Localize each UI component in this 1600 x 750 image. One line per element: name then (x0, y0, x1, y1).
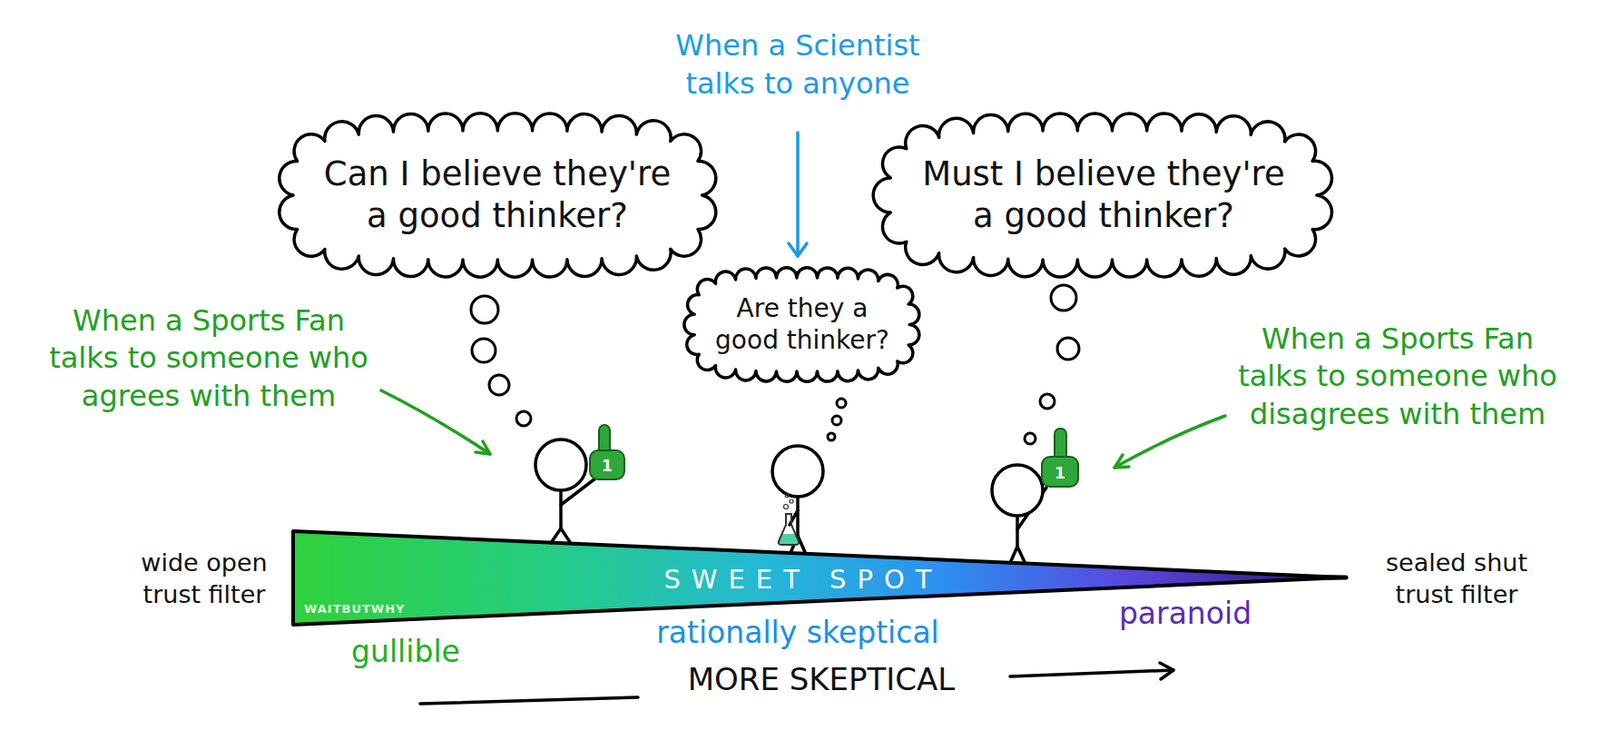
thought-text: Can I believe they're a good thinker? (311, 153, 684, 238)
thought-text: Are they a good thinker? (704, 292, 900, 356)
leader-arrow (788, 132, 807, 256)
callout-label-holder: When a Scientist talks to anyone (661, 27, 934, 103)
cloud-shape (684, 266, 920, 381)
thought-cloud: Can I believe they're a good thinker? (274, 112, 721, 278)
axis-title-holder: MORE SKEPTICAL (687, 658, 956, 699)
thought-cloud: Must I believe they're a good thinker? (872, 112, 1335, 278)
stick-figure (991, 464, 1047, 563)
axis-end-label: wide open trust filter (125, 546, 285, 610)
stick-figure (772, 445, 824, 553)
cloud-shape (278, 113, 716, 277)
scale-label: paranoid (1119, 594, 1252, 634)
stick-figure (535, 439, 596, 543)
callout-label: When a Sports Fan talks to someone who a… (40, 302, 377, 416)
callout-label: When a Scientist talks to anyone (661, 27, 934, 103)
thought-cloud-small: Are they a good thinker? (683, 266, 921, 383)
finger-number: 1 (601, 457, 613, 475)
region-label-holder: SWEET SPOT (652, 563, 943, 596)
cloud-outline (683, 266, 921, 383)
scale-label-holder: paranoid (1119, 594, 1252, 634)
scale-label: rationally skeptical (656, 613, 940, 653)
watermark: WAITBUTWHY (303, 602, 406, 616)
foam-finger (1041, 428, 1079, 487)
flask (778, 493, 799, 545)
callout-label-holder: When a Sports Fan talks to someone who a… (40, 302, 377, 416)
cloud-outline (274, 112, 721, 278)
axis-title: MORE SKEPTICAL (687, 658, 956, 699)
region-label: SWEET SPOT (652, 563, 943, 596)
finger-number-holder: 1 (601, 457, 613, 475)
scale-label: gullible (351, 632, 461, 672)
axis-end-label: sealed shut trust filter (1377, 546, 1537, 610)
axis-end-label-holder: wide open trust filter (125, 546, 285, 610)
axis-end-label-holder: sealed shut trust filter (1377, 546, 1537, 610)
scale-label-holder: gullible (351, 632, 461, 672)
foam-finger (589, 424, 625, 480)
callout-label: When a Sports Fan talks to someone who d… (1229, 320, 1566, 434)
leader-arrow (381, 390, 491, 454)
finger-number-holder: 1 (1054, 464, 1066, 482)
watermark-holder: WAITBUTWHY (303, 602, 406, 616)
finger-number: 1 (1054, 464, 1066, 482)
thought-text: Must I believe they're a good thinker? (917, 153, 1290, 238)
cloud-shape (873, 113, 1332, 277)
leader-arrow (1114, 415, 1226, 468)
wedge-tip (1306, 575, 1346, 580)
callout-label-holder: When a Sports Fan talks to someone who d… (1229, 320, 1566, 434)
scale-label-holder: rationally skeptical (656, 613, 940, 653)
cloud-outline (872, 112, 1335, 278)
